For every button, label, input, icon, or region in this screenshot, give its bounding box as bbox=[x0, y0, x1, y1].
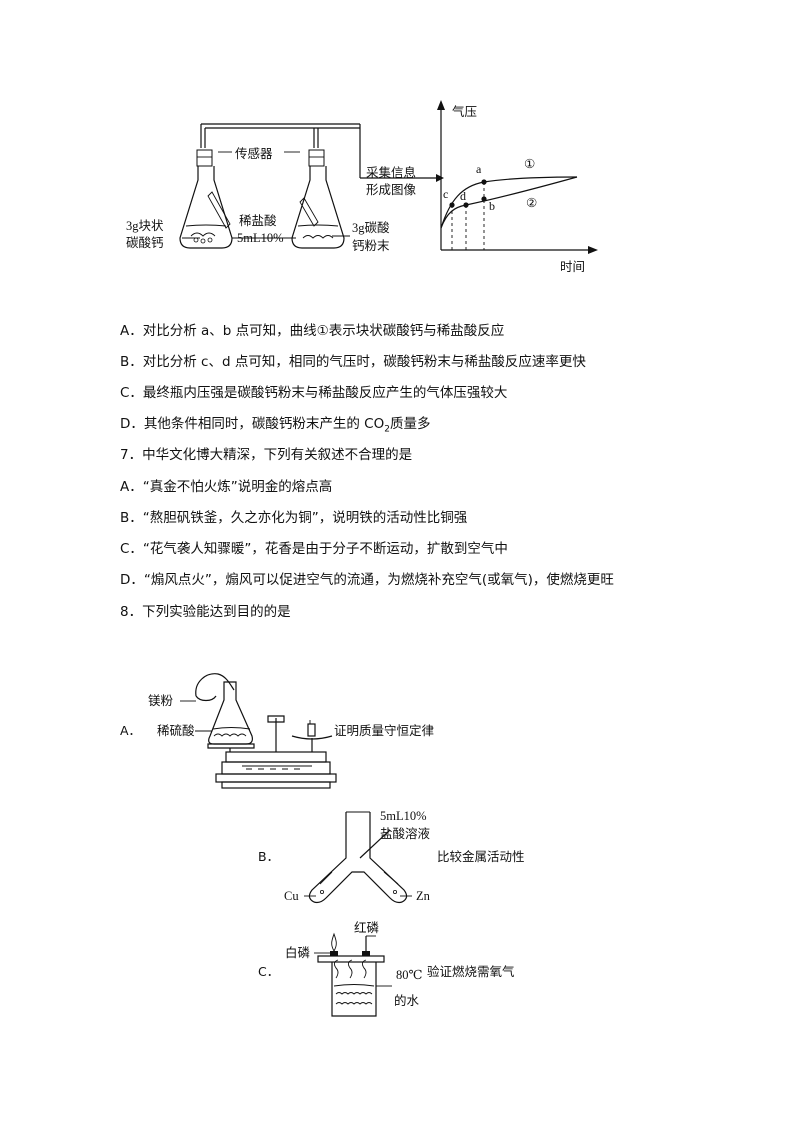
right-flask-label-1: 3g碳酸 bbox=[352, 221, 390, 235]
q8-a-purpose: 证明质量守恒定律 bbox=[334, 723, 435, 738]
q6-option-d-text: D．其他条件相同时，碳酸钙粉末产生的 CO bbox=[120, 416, 385, 432]
left-flask-label-2: 碳酸钙 bbox=[126, 235, 164, 250]
combustion-drawing bbox=[314, 932, 392, 1017]
q8-c-purpose: 验证燃烧需氧气 bbox=[427, 964, 515, 979]
q7-option-b: B．“熬胆矾铁釜，久之亦化为铜”，说明铁的活动性比铜强 bbox=[120, 510, 468, 526]
point-b-marker bbox=[481, 196, 487, 202]
right-conical-flask bbox=[232, 149, 350, 249]
graph-x-axis-label: 时间 bbox=[560, 259, 586, 274]
q8-c-letter: C． bbox=[258, 964, 280, 979]
q8-c-white-phosphorus-label: 白磷 bbox=[285, 945, 311, 960]
q7-option-c: C．“花气袭人知骤暖”，花香是由于分子不断运动，扩散到空气中 bbox=[120, 541, 508, 557]
graph-point-b-label: b bbox=[489, 199, 495, 213]
q8-b-purpose: 比较金属活动性 bbox=[437, 849, 525, 864]
q6-option-d: D．其他条件相同时，碳酸钙粉末产生的 CO2质量多 bbox=[120, 415, 430, 439]
graph-curve-2-label: ② bbox=[526, 195, 538, 210]
q8-b-letter: B． bbox=[258, 849, 280, 864]
q8-b-acid-label-1: 5mL10% bbox=[380, 809, 427, 823]
graph-point-d-label: d bbox=[460, 189, 466, 203]
q7-option-a: A．“真金不怕火炼”说明金的熔点高 bbox=[120, 479, 333, 495]
acid-label-1: 稀盐酸 bbox=[239, 213, 277, 228]
q7-stem: 7．中华文化博大精深，下列有关叙述不合理的是 bbox=[120, 447, 413, 463]
q6-option-d-subscript: 2 bbox=[384, 424, 390, 435]
q8-c-water-label-2: 的水 bbox=[394, 993, 420, 1008]
graph-curve-1-label: ① bbox=[524, 156, 536, 171]
curve-2 bbox=[440, 176, 578, 229]
y-tube-drawing bbox=[304, 811, 412, 904]
sensor-label: 传感器 bbox=[235, 146, 273, 161]
q6-option-c: C．最终瓶内压强是碳酸钙粉末与稀盐酸反应产生的气体压强较大 bbox=[120, 385, 508, 401]
connecting-tubes bbox=[200, 123, 444, 182]
q8-c-water-label-1: 80℃ bbox=[396, 968, 423, 982]
point-d-marker bbox=[463, 202, 469, 208]
left-flask-label-1: 3g块状 bbox=[126, 219, 164, 233]
left-conical-flask bbox=[179, 149, 233, 249]
acid-label-2: 5mL10% bbox=[237, 231, 284, 245]
point-a-marker bbox=[481, 179, 487, 185]
q8-stem: 8．下列实验能达到目的的是 bbox=[120, 604, 291, 620]
q8-b-zinc-label: Zn bbox=[416, 889, 430, 903]
balance-drawing bbox=[180, 673, 337, 789]
q8-b-acid-label-2: 盐酸溶液 bbox=[380, 826, 431, 841]
q6-option-d-text-end: 质量多 bbox=[389, 416, 431, 432]
q8-c-red-phosphorus-label: 红磷 bbox=[354, 920, 380, 935]
collect-label-1: 采集信息 bbox=[366, 165, 417, 180]
q6-option-a: A．对比分析 a、b 点可知，曲线①表示块状碳酸钙与稀盐酸反应 bbox=[120, 323, 505, 339]
graph-point-c-label: c bbox=[443, 187, 449, 201]
point-c-marker bbox=[449, 202, 455, 208]
graph-y-axis-label: 气压 bbox=[452, 104, 478, 119]
collect-label-2: 形成图像 bbox=[366, 182, 417, 197]
graph-point-a-label: a bbox=[476, 162, 482, 176]
pressure-time-graph bbox=[437, 100, 598, 254]
q8-b-copper-label: Cu bbox=[284, 889, 299, 903]
q8-a-magnesium-label: 镁粉 bbox=[148, 693, 174, 708]
q6-option-b: B．对比分析 c、d 点可知，相同的气压时，碳酸钙粉末与稀盐酸反应速率更快 bbox=[120, 354, 586, 370]
right-flask-label-2: 钙粉末 bbox=[352, 238, 390, 253]
top-figure-drawing bbox=[179, 100, 598, 254]
q8-a-letter: A． bbox=[120, 723, 142, 738]
q7-option-d: D．“煽风点火”，煽风可以促进空气的流通，为燃烧补充空气(或氧气)，使燃烧更旺 bbox=[120, 572, 614, 588]
q8-a-acid-label: 稀硫酸 bbox=[157, 723, 195, 738]
